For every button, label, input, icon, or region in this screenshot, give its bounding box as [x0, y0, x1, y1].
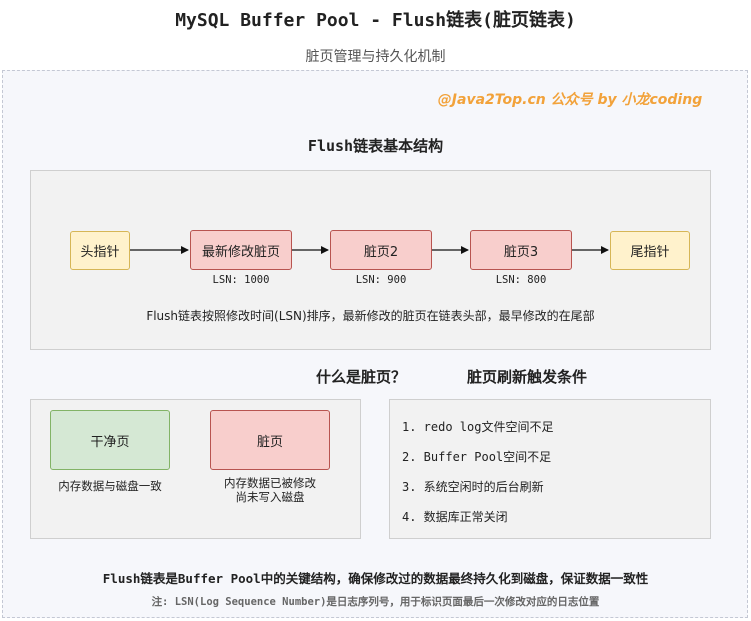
- dirty-page-description-line1: 内存数据已被修改: [224, 476, 316, 490]
- dirty-page-2-node: 脏页2: [330, 230, 432, 270]
- clean-page-description: 内存数据与磁盘一致: [58, 479, 162, 493]
- newest-dirty-page-node: 最新修改脏页: [190, 230, 292, 270]
- clean-page-box: 干净页: [50, 410, 170, 470]
- triggers-panel: [389, 399, 711, 539]
- tail-pointer-node: 尾指针: [610, 231, 690, 270]
- lsn-label-900: LSN: 900: [355, 274, 407, 286]
- page-subtitle: 脏页管理与持久化机制: [305, 49, 446, 65]
- lsn-label-800: LSN: 800: [495, 274, 547, 286]
- triggers-title: 脏页刷新触发条件: [467, 368, 588, 386]
- trigger-item-4: 4. 数据库正常关闭: [402, 510, 508, 524]
- footnote-text: 注: LSN(Log Sequence Number)是日志序列号，用于标识页面…: [151, 596, 600, 608]
- structure-title: Flush链表基本结构: [307, 137, 444, 155]
- trigger-item-1: 1. redo log文件空间不足: [402, 420, 554, 434]
- head-pointer-node: 头指针: [70, 231, 130, 270]
- summary-text: Flush链表是Buffer Pool中的关键结构，确保修改过的数据最终持久化到…: [102, 571, 649, 586]
- dirty-page-3-node: 脏页3: [470, 230, 572, 270]
- lsn-label-1000: LSN: 1000: [212, 274, 270, 286]
- dirty-page-box: 脏页: [210, 410, 330, 470]
- dirty-page-description-line2: 尚未写入磁盘: [235, 490, 305, 504]
- structure-description: Flush链表按照修改时间(LSN)排序，最新修改的脏页在链表头部，最早修改的在…: [146, 309, 595, 323]
- trigger-item-3: 3. 系统空闲时的后台刷新: [402, 480, 544, 494]
- watermark: @Java2Top.cn 公众号 by 小龙coding: [437, 92, 703, 108]
- page-title: MySQL Buffer Pool - Flush链表(脏页链表): [175, 10, 576, 31]
- dirty-page-title: 什么是脏页？: [316, 368, 407, 386]
- trigger-item-2: 2. Buffer Pool空间不足: [402, 450, 552, 464]
